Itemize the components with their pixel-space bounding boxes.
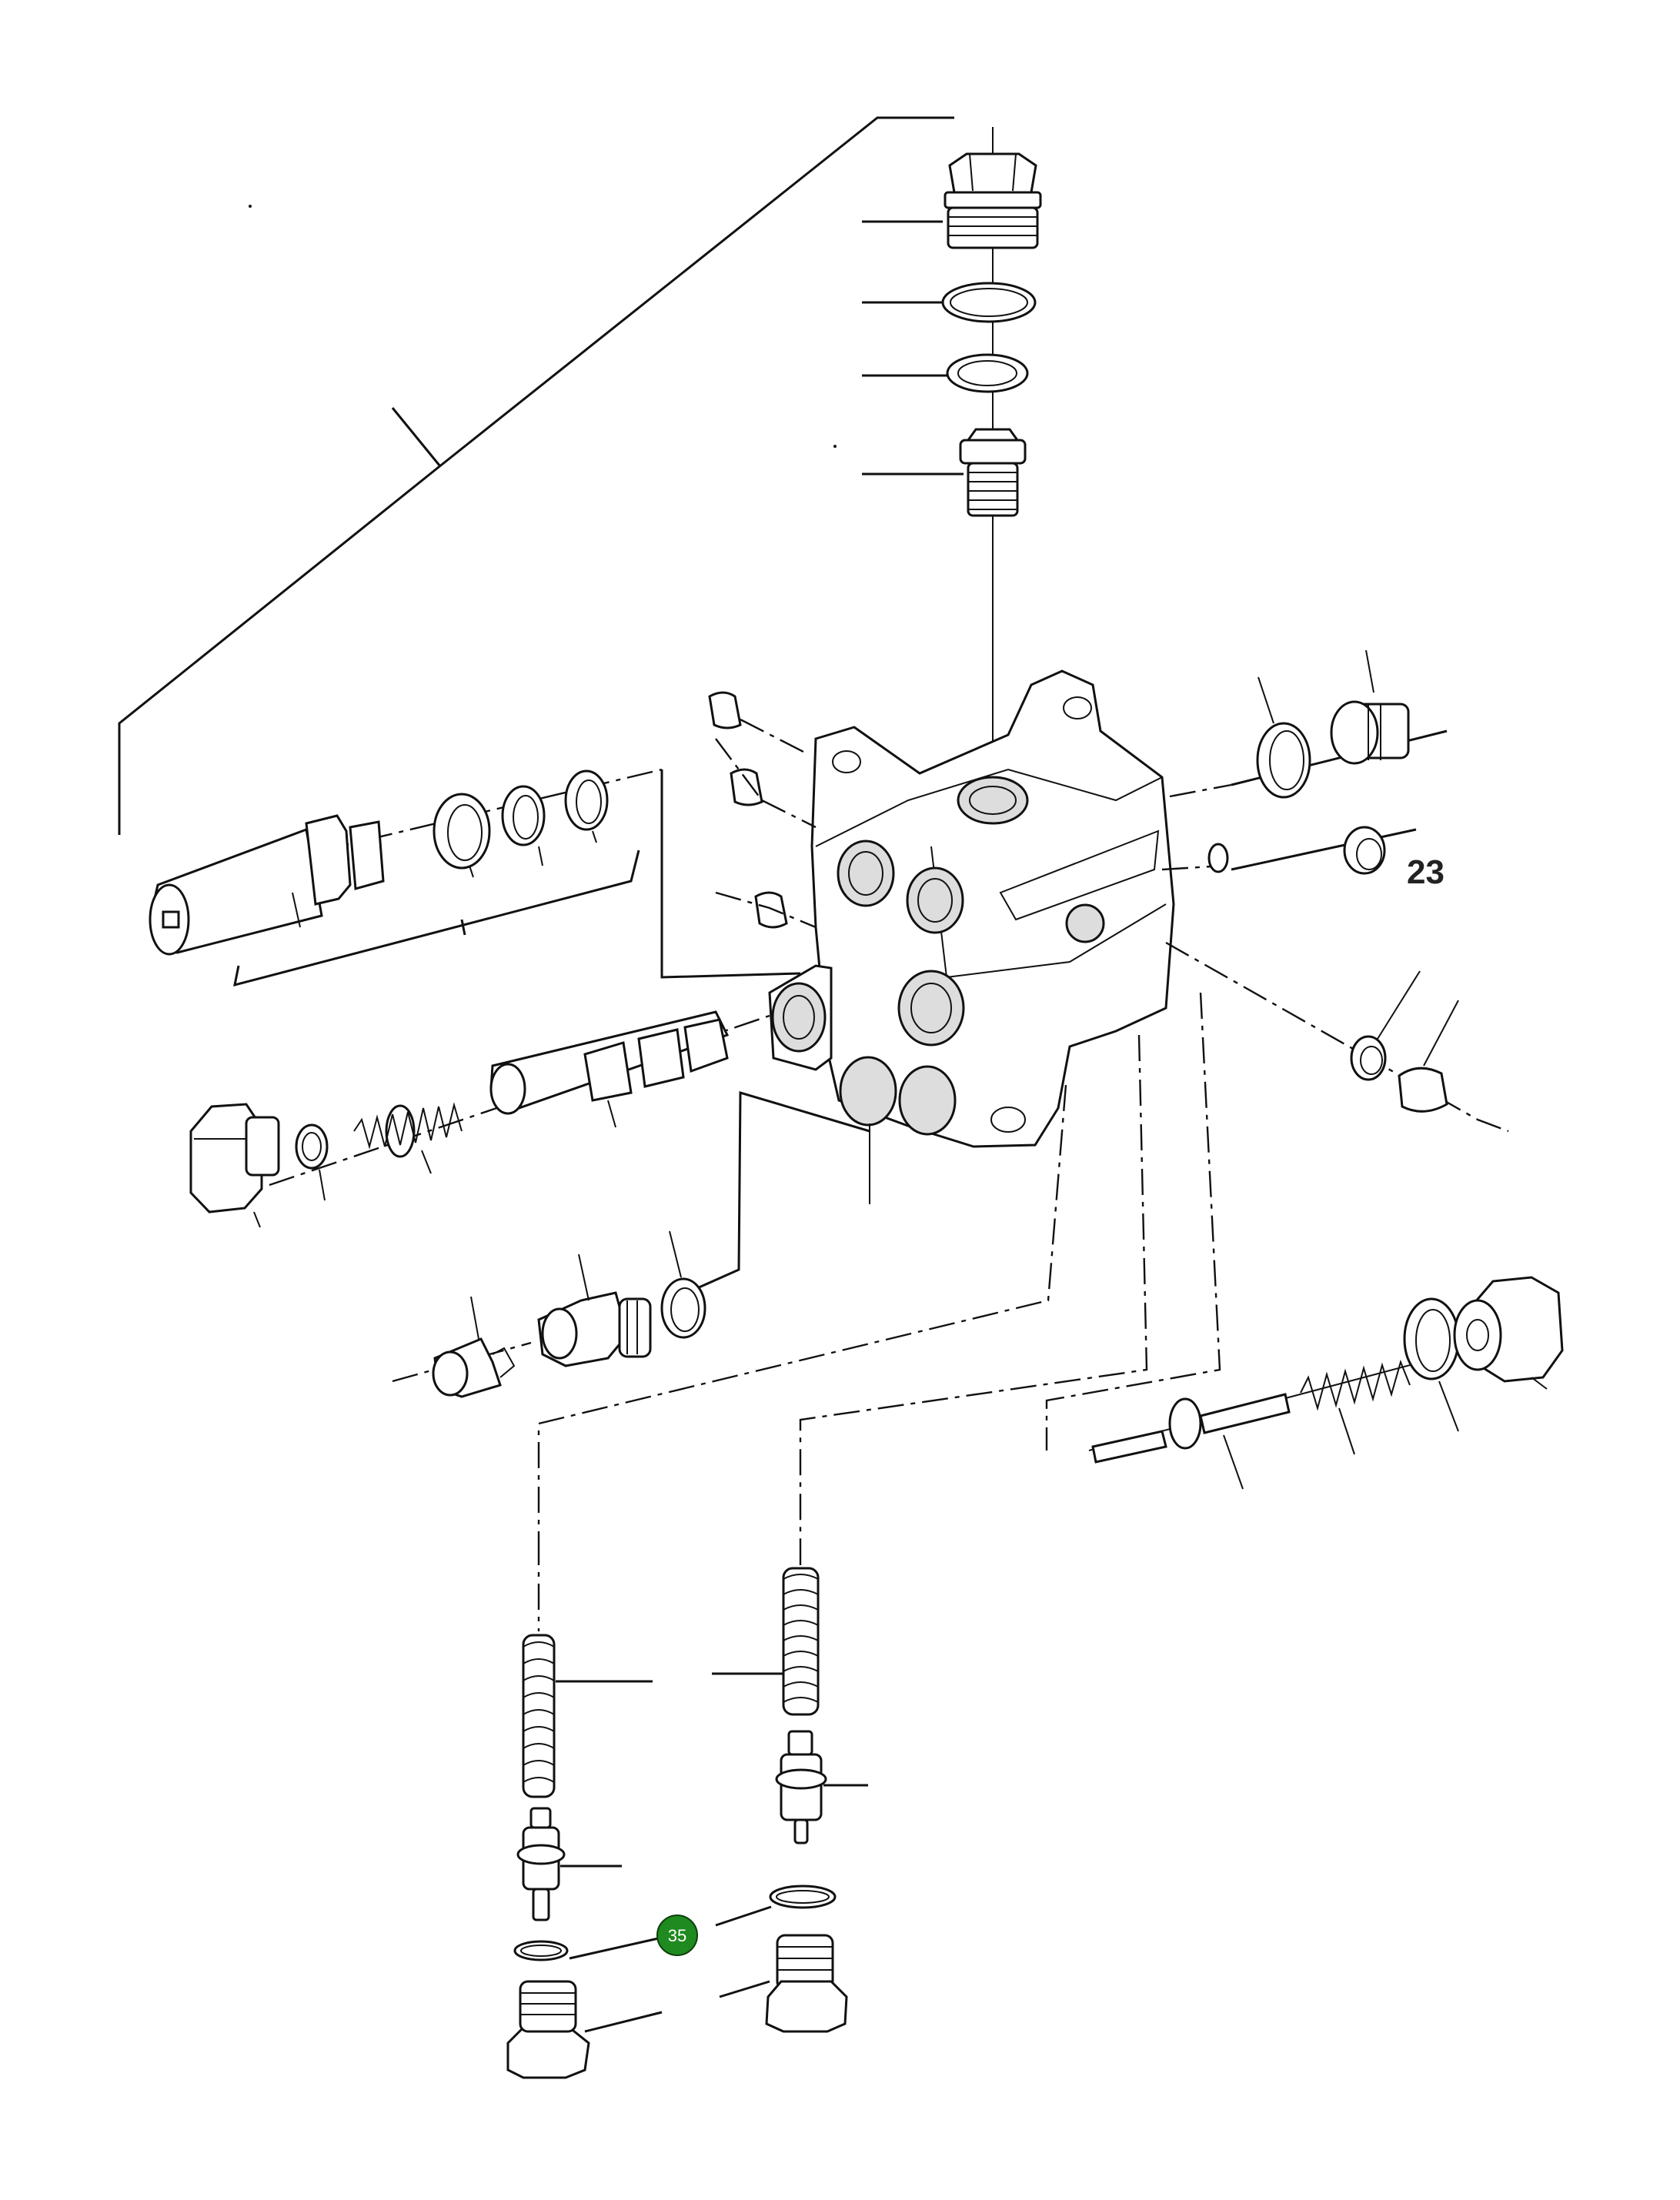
valve-body xyxy=(768,669,1175,1148)
bracket-lines xyxy=(118,116,954,987)
small-plugs xyxy=(708,691,788,929)
right-lower-parts xyxy=(1350,970,1459,1113)
check-valve-assembly xyxy=(392,1230,706,1398)
spool-assembly xyxy=(189,1010,870,1228)
top-o-ring xyxy=(941,282,1037,323)
relief-valve-right xyxy=(569,1539,868,2033)
relief-valve-left xyxy=(506,1539,663,2079)
callout-23-label: 23 xyxy=(1407,853,1445,891)
right-upper-parts xyxy=(1207,649,1448,875)
top-threaded-insert xyxy=(959,428,1027,517)
callout-35[interactable]: 35 xyxy=(656,1915,698,1956)
body-dashed-axes xyxy=(715,718,1509,1133)
routing-lines xyxy=(537,992,1221,1539)
top-hex-plug xyxy=(944,152,1042,249)
callout-23[interactable]: 23 xyxy=(1407,853,1445,891)
callout-35-badge xyxy=(656,1915,698,1956)
left-cartridge xyxy=(149,768,801,979)
callout-35-label: 35 xyxy=(668,1926,686,1945)
needle-valve-assembly xyxy=(1088,1276,1564,1490)
